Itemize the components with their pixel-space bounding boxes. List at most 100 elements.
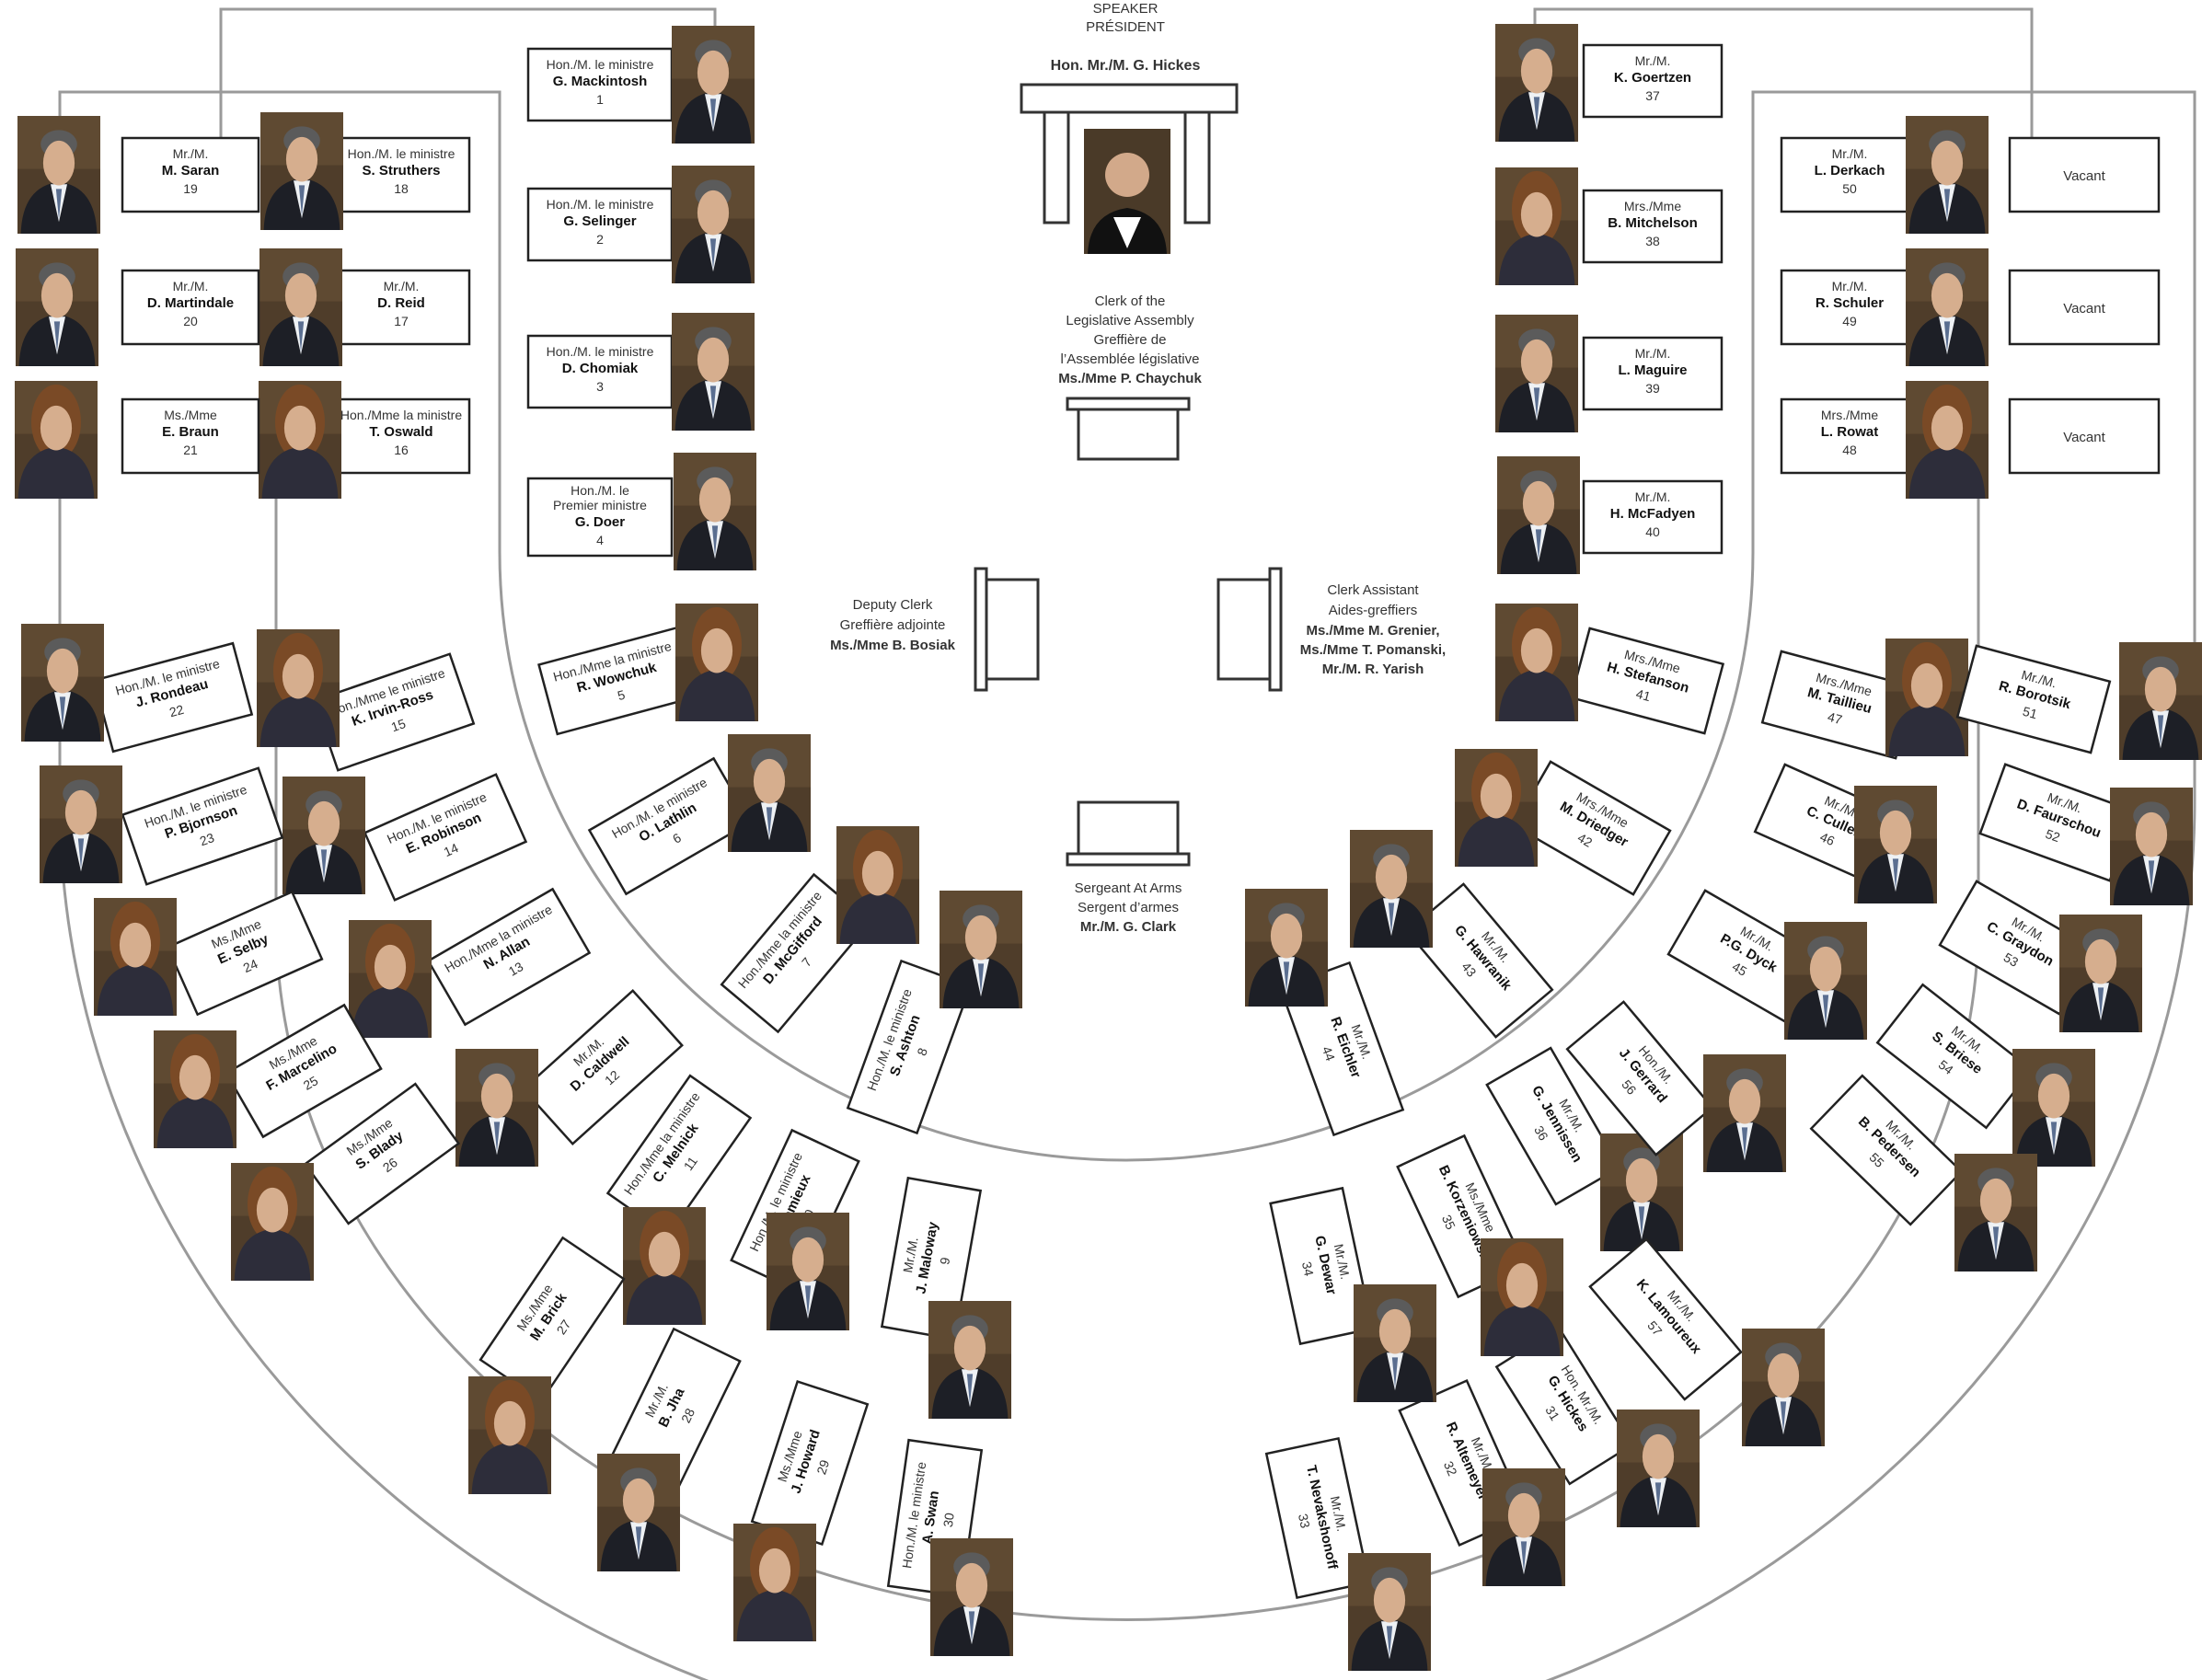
member-photo (21, 624, 104, 742)
member-card-box (303, 1082, 461, 1225)
member-name: S. Struthers (362, 163, 440, 178)
member-title: Ms./Mme (164, 408, 217, 422)
seat-number: 17 (394, 314, 409, 328)
seat-number: 5 (616, 687, 627, 704)
member-photo (733, 1524, 816, 1641)
member-card-box (1565, 1000, 1714, 1156)
member-photo (15, 381, 98, 499)
clerk-assistant-name-1: Ms./Mme M. Grenier, (1306, 623, 1439, 639)
member-photo (1854, 786, 1937, 903)
seat-number: 23 (198, 830, 216, 848)
member-title: Hon./M. le (571, 483, 629, 498)
deputy-clerk-line-2: Greffière adjointe (840, 617, 946, 633)
member-card-box (121, 766, 284, 886)
deputy-clerk-name: Ms./Mme B. Bosiak (830, 638, 956, 653)
member-seat-18[interactable]: Hon./M. le ministre S. Struthers 18 (260, 112, 471, 230)
seat-number: 48 (1842, 443, 1857, 457)
member-title: Hon./M. le ministre (348, 146, 455, 161)
vacant-label: Vacant (2063, 168, 2105, 184)
member-photo (231, 1163, 314, 1281)
member-photo (154, 1030, 236, 1148)
seat-number: 35 (1439, 1213, 1458, 1232)
member-photo (1354, 1284, 1436, 1402)
member-title: Mr./M. (173, 279, 209, 293)
vacant-seat[interactable]: Vacant (2008, 136, 2161, 213)
member-photo (2059, 915, 2142, 1032)
seat-number: 18 (394, 181, 409, 196)
clerk-assistant-name-3: Mr./M. R. Yarish (1322, 662, 1424, 677)
speaker-name: Hon. Mr./M. G. Hickes (1051, 58, 1201, 74)
seat-number: 4 (596, 533, 604, 547)
vacant-seat[interactable]: Vacant (2008, 269, 2161, 346)
member-photo (1600, 1133, 1683, 1251)
deputy-clerk-line-1: Deputy Clerk (853, 597, 933, 613)
vacant-seat[interactable]: Vacant (2008, 397, 2161, 475)
